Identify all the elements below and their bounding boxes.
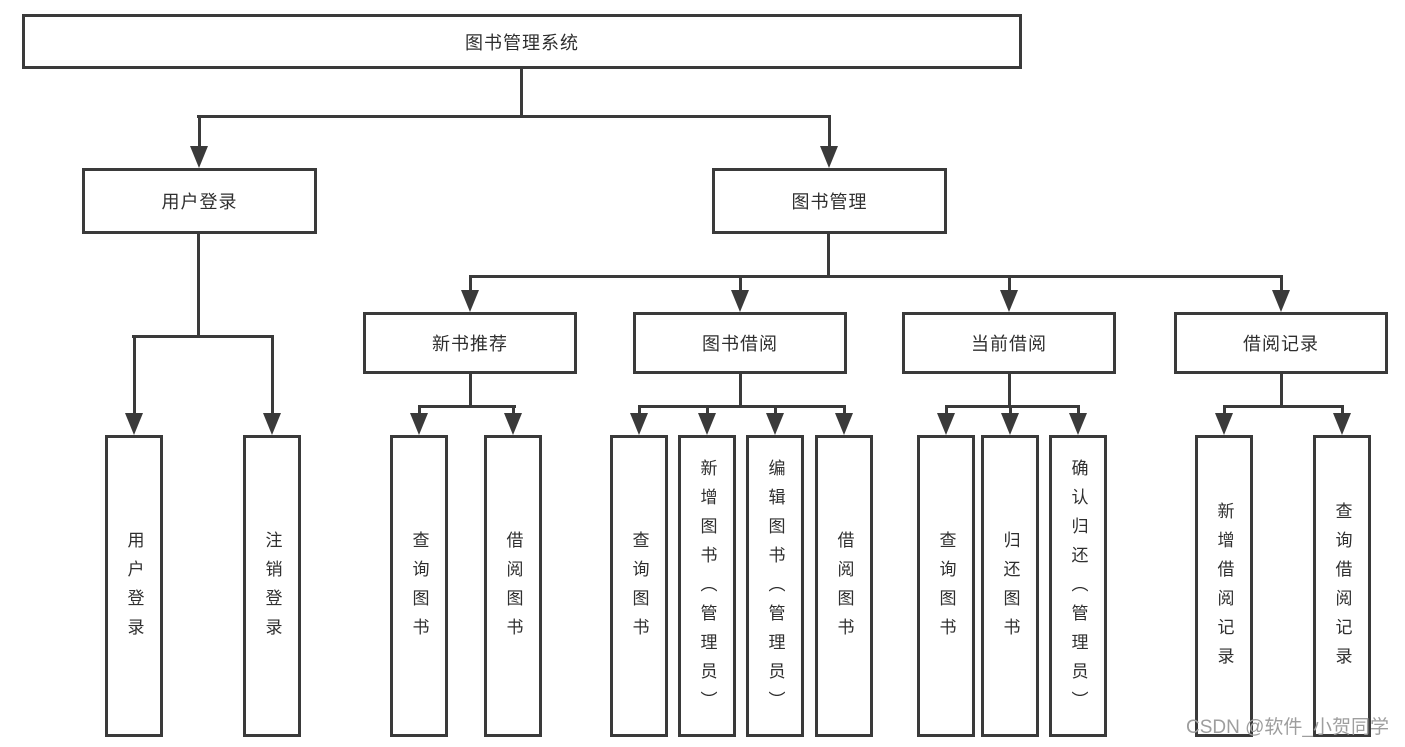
connector-arrow-down xyxy=(461,275,479,312)
connector-arrow-down xyxy=(410,405,428,435)
connector-line xyxy=(1008,374,1011,407)
node-label: 查询图书 xyxy=(936,531,956,647)
node-label: 归还图书 xyxy=(1000,531,1020,647)
leaf-user-login: 用户登录 xyxy=(105,435,163,737)
node-label: 图书管理 xyxy=(791,192,868,212)
connector-arrow-down xyxy=(1333,405,1351,435)
watermark-text: CSDN @软件_小贺同学 xyxy=(1186,717,1389,738)
connector-line xyxy=(827,234,830,277)
connector-arrow-down xyxy=(820,115,838,168)
connector-line xyxy=(945,405,1080,408)
connector-line xyxy=(469,275,1283,278)
leaf-query-books-3: 查询图书 xyxy=(917,435,975,737)
node-label: 用户登录 xyxy=(161,192,238,212)
connector-line xyxy=(739,374,742,407)
node-borrowing-records: 借阅记录 xyxy=(1174,312,1388,374)
connector-line xyxy=(197,234,200,337)
connector-line xyxy=(638,405,846,408)
node-label: 借阅图书 xyxy=(834,531,854,647)
leaf-query-borrow-record: 查询借阅记录 xyxy=(1313,435,1371,737)
connector-arrow-down xyxy=(937,405,955,435)
node-library-management-system: 图书管理系统 xyxy=(22,14,1022,69)
connector-arrow-down xyxy=(731,275,749,312)
node-label: 查询图书 xyxy=(409,531,429,647)
node-user-login: 用户登录 xyxy=(82,168,317,234)
connector-arrow-down xyxy=(504,405,522,435)
connector-arrow-down xyxy=(1069,405,1087,435)
connector-line xyxy=(520,69,523,117)
leaf-return-book: 归还图书 xyxy=(981,435,1039,737)
connector-arrow-down xyxy=(835,405,853,435)
node-label: 确认归还（管理员） xyxy=(1068,458,1088,720)
node-label: 用户登录 xyxy=(124,531,144,647)
connector-arrow-down xyxy=(1001,405,1019,435)
node-label: 新增图书（管理员） xyxy=(697,458,717,720)
connector-line xyxy=(418,405,516,408)
connector-arrow-down xyxy=(125,335,143,435)
connector-arrow-down xyxy=(766,405,784,435)
node-label: 注销登录 xyxy=(262,531,282,647)
connector-line xyxy=(469,374,472,407)
leaf-borrow-books: 借阅图书 xyxy=(484,435,542,737)
connector-line xyxy=(197,115,830,118)
node-book-borrowing: 图书借阅 xyxy=(633,312,847,374)
connector-arrow-down xyxy=(630,405,648,435)
node-label: 查询图书 xyxy=(629,531,649,647)
leaf-add-borrow-record: 新增借阅记录 xyxy=(1195,435,1253,737)
node-label: 图书管理系统 xyxy=(465,32,579,53)
leaf-edit-book-admin: 编辑图书（管理员） xyxy=(746,435,804,737)
node-label: 新书推荐 xyxy=(432,334,508,354)
node-label: 当前借阅 xyxy=(971,334,1047,354)
connector-arrow-down xyxy=(1272,275,1290,312)
connector-line xyxy=(1280,374,1283,407)
node-new-book-recommendation: 新书推荐 xyxy=(363,312,577,374)
node-label: 图书借阅 xyxy=(702,334,778,354)
node-label: 新增借阅记录 xyxy=(1214,502,1234,676)
connector-arrow-down xyxy=(190,115,208,168)
connector-arrow-down xyxy=(1215,405,1233,435)
leaf-confirm-return-admin: 确认归还（管理员） xyxy=(1049,435,1107,737)
connector-arrow-down xyxy=(698,405,716,435)
node-label: 借阅记录 xyxy=(1243,334,1319,354)
node-label: 编辑图书（管理员） xyxy=(765,458,785,720)
leaf-add-book-admin: 新增图书（管理员） xyxy=(678,435,736,737)
leaf-query-books-2: 查询图书 xyxy=(610,435,668,737)
connector-arrow-down xyxy=(263,335,281,435)
node-label: 查询借阅记录 xyxy=(1332,502,1352,676)
connector-line xyxy=(1223,405,1344,408)
node-current-borrowing: 当前借阅 xyxy=(902,312,1116,374)
leaf-query-books: 查询图书 xyxy=(390,435,448,737)
leaf-logout: 注销登录 xyxy=(243,435,301,737)
node-book-management: 图书管理 xyxy=(712,168,947,234)
node-label: 借阅图书 xyxy=(503,531,523,647)
leaf-borrow-books-2: 借阅图书 xyxy=(815,435,873,737)
connector-arrow-down xyxy=(1000,275,1018,312)
connector-line xyxy=(132,335,274,338)
